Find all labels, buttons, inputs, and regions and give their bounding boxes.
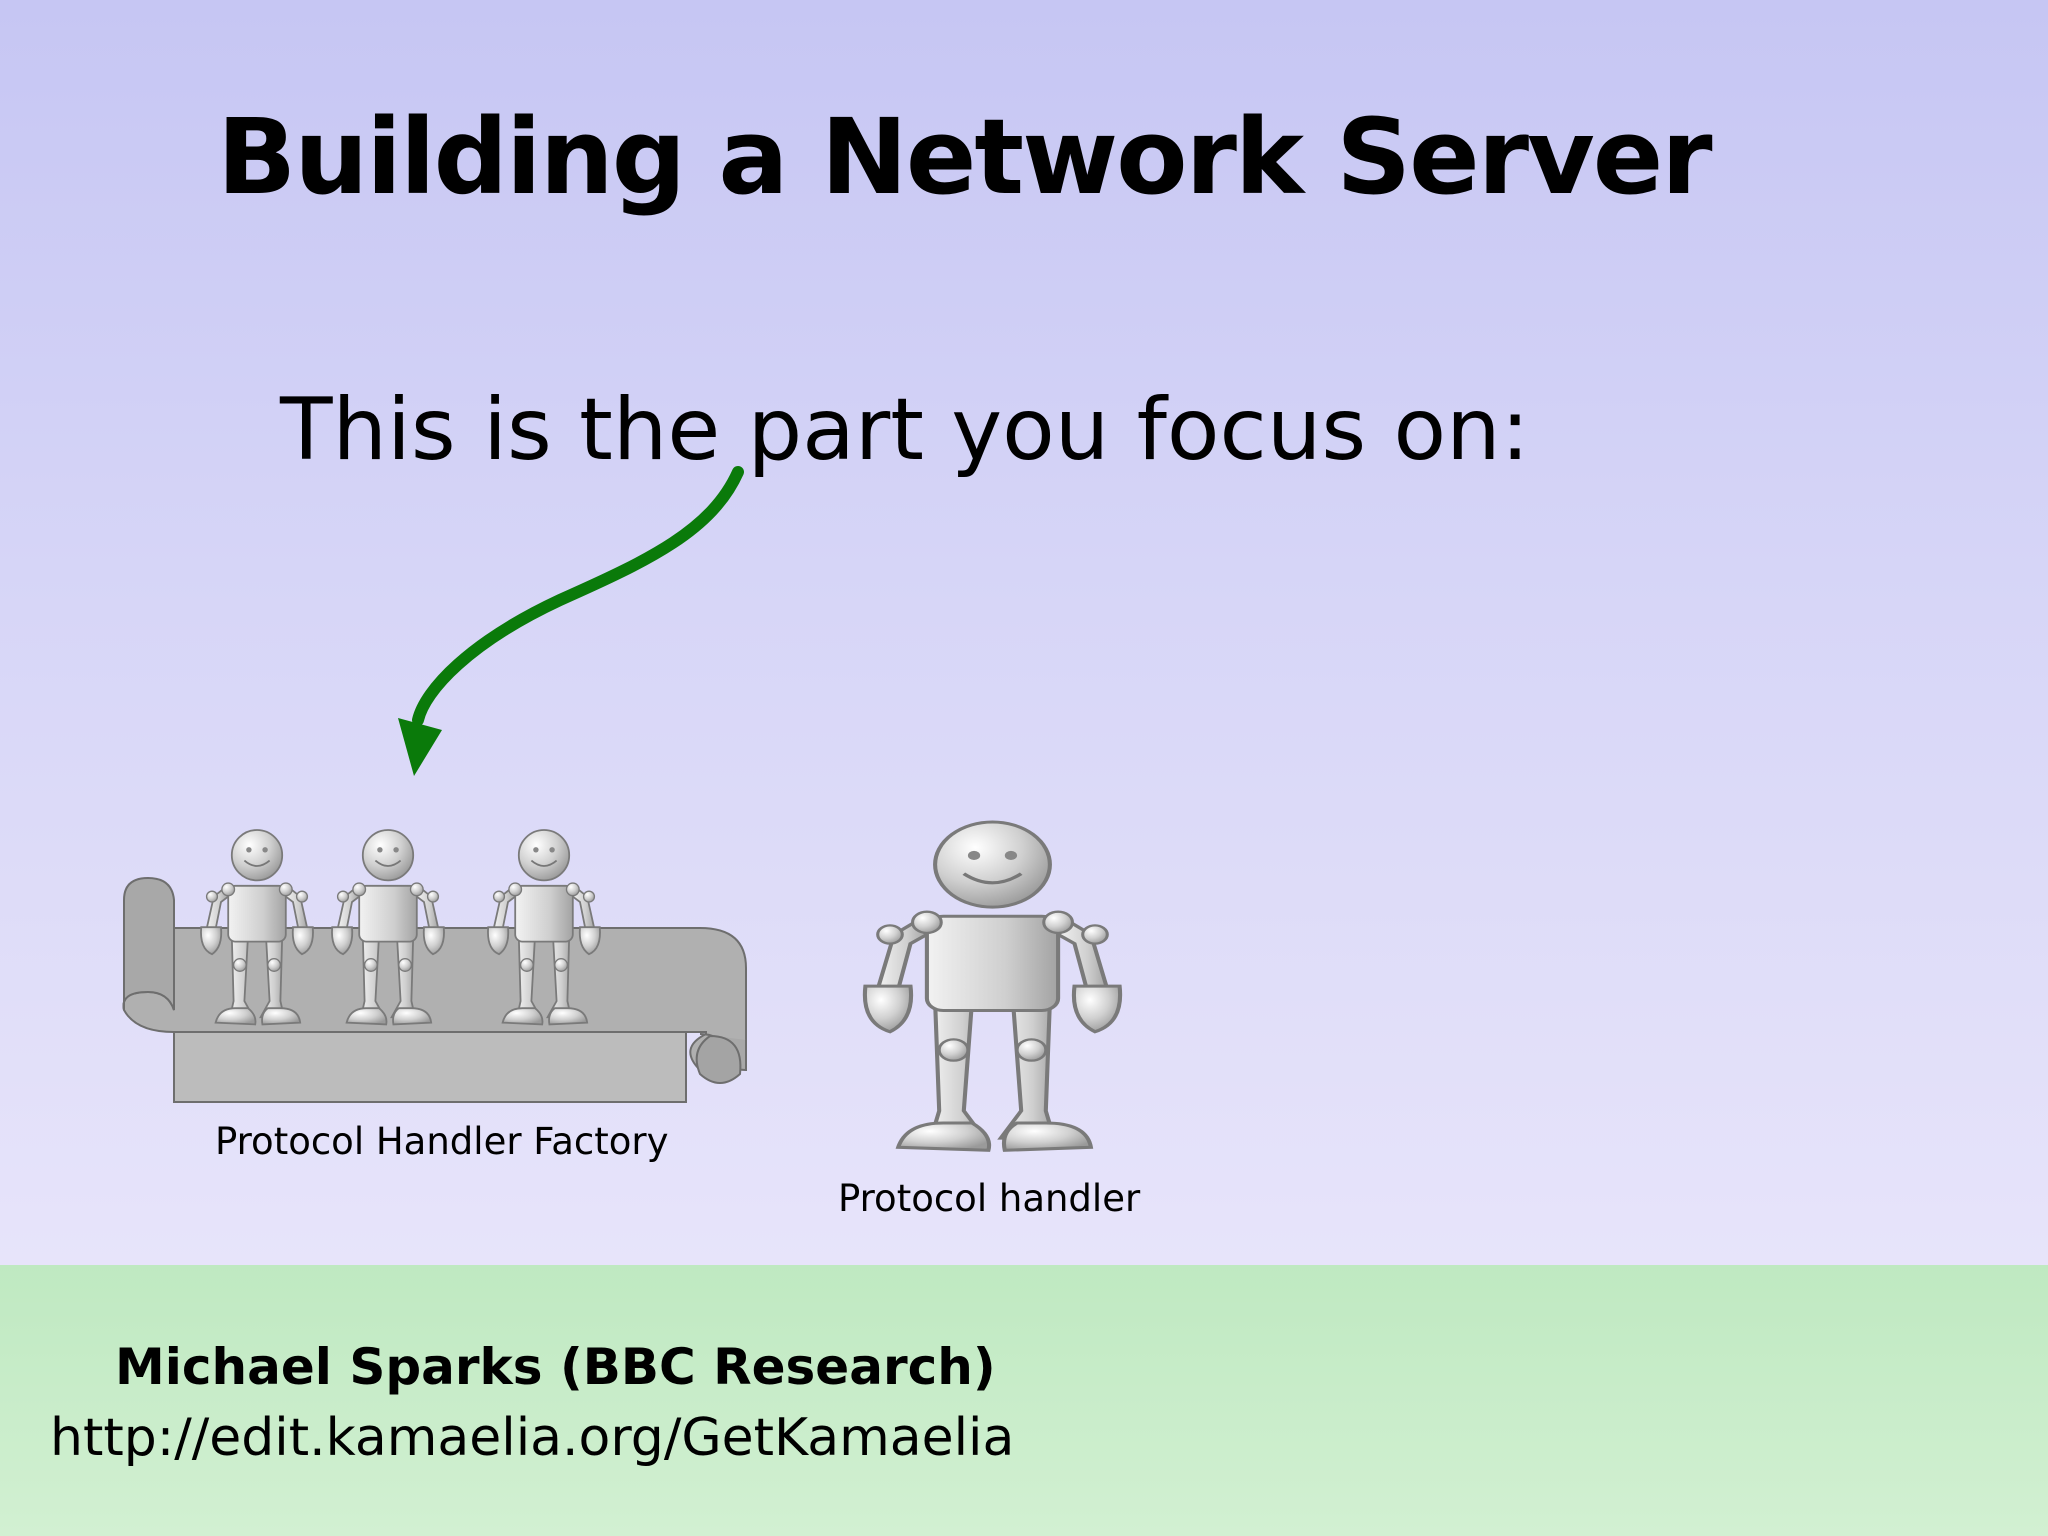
slide-title: Building a Network Server xyxy=(217,96,1713,218)
footer-background xyxy=(0,1265,2048,1536)
focus-arrow xyxy=(398,466,744,776)
diagram-canvas xyxy=(122,466,2048,1265)
author-credit: Michael Sparks (BBC Research) xyxy=(115,1338,996,1396)
handler-label: Protocol handler xyxy=(838,1177,1141,1220)
factory-label: Protocol Handler Factory xyxy=(215,1120,669,1163)
footer-url: http://edit.kamaelia.org/GetKamaelia xyxy=(50,1408,1015,1468)
slide-subtitle: This is the part you focus on: xyxy=(280,380,1530,480)
protocol-handler-robot-icon xyxy=(865,822,1120,1150)
